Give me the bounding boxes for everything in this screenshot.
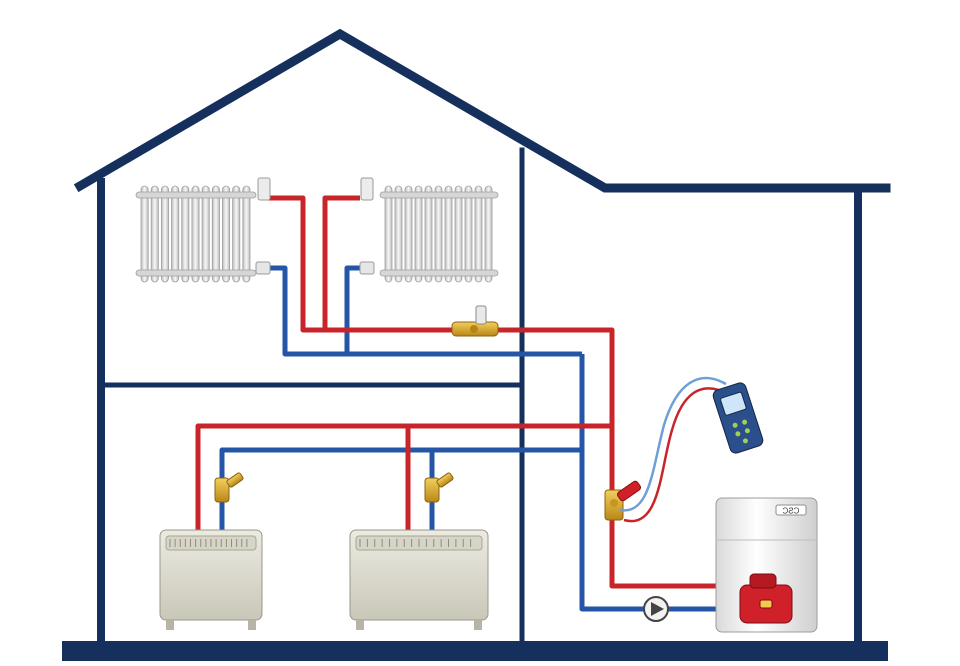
boiler-with-burner: ϽƧϽ	[715, 497, 818, 633]
radiator-column	[404, 185, 413, 283]
radiator-column	[201, 185, 210, 283]
radiator-valves	[255, 177, 375, 275]
panel-convector-right	[349, 529, 489, 630]
measuring-valve	[604, 480, 642, 521]
radiator-column	[150, 185, 159, 283]
return-pipe-main-riser	[579, 354, 722, 612]
panel-convector-left	[159, 529, 263, 630]
supply-pipe-radiator-right	[322, 195, 360, 330]
return-pipe-lower-branch	[219, 447, 582, 530]
convector-leg	[248, 620, 256, 630]
convector-leg	[166, 620, 174, 630]
radiator-header-top	[379, 191, 499, 199]
radiator-column	[222, 185, 231, 283]
return-pipe-radiator-right	[344, 265, 360, 354]
hose-blue	[619, 376, 727, 512]
convector-body	[349, 529, 489, 621]
radiator-column	[444, 185, 453, 283]
flow-measuring-instrument	[712, 382, 764, 454]
radiator-column	[160, 185, 169, 283]
radiator-column	[384, 185, 393, 283]
radiator-header-bottom	[135, 269, 257, 277]
radiator-column	[434, 185, 443, 283]
balancing-valve-lower-left	[214, 472, 244, 503]
supply-pipe-radiator-left	[268, 195, 722, 589]
balancing-valve-lower-right	[424, 472, 454, 503]
ground-slab	[62, 641, 888, 661]
radiator-column	[232, 185, 241, 283]
radiator-header-bottom	[379, 269, 499, 277]
hose-red	[623, 387, 731, 523]
radiator-column	[211, 185, 220, 283]
radiator-column	[474, 185, 483, 283]
radiator-column	[242, 185, 251, 283]
radiator-column	[394, 185, 403, 283]
return-pipe-radiator-left	[268, 265, 582, 357]
convector-body	[159, 529, 263, 621]
radiator-column	[424, 185, 433, 283]
radiator-column	[140, 185, 149, 283]
thermostatic-head-right	[360, 177, 374, 201]
pump-arrow-icon	[651, 602, 664, 616]
radiator-column	[414, 185, 423, 283]
house-outline	[62, 28, 891, 661]
lockshield-right	[359, 261, 375, 275]
column-radiator-left	[135, 185, 257, 283]
supply-pipe-lower-branch	[195, 423, 612, 532]
radiator-column	[464, 185, 473, 283]
radiator-header-top	[135, 191, 257, 199]
column-radiator-right	[379, 185, 499, 283]
radiator-column	[181, 185, 190, 283]
radiator-column	[454, 185, 463, 283]
circulation-pump	[643, 596, 669, 622]
boiler-label: ϽƧϽ	[783, 507, 800, 516]
lockshield-left	[255, 261, 271, 275]
convector-leg	[474, 620, 482, 630]
measuring-hoses	[619, 376, 731, 523]
balancing-valve-upper	[451, 305, 499, 337]
radiator-column	[484, 185, 493, 283]
radiator-column	[191, 185, 200, 283]
roof-line	[73, 28, 891, 193]
thermostatic-head-left	[257, 177, 271, 201]
radiator-column	[171, 185, 180, 283]
convector-leg	[356, 620, 364, 630]
instrument-display	[720, 391, 747, 416]
